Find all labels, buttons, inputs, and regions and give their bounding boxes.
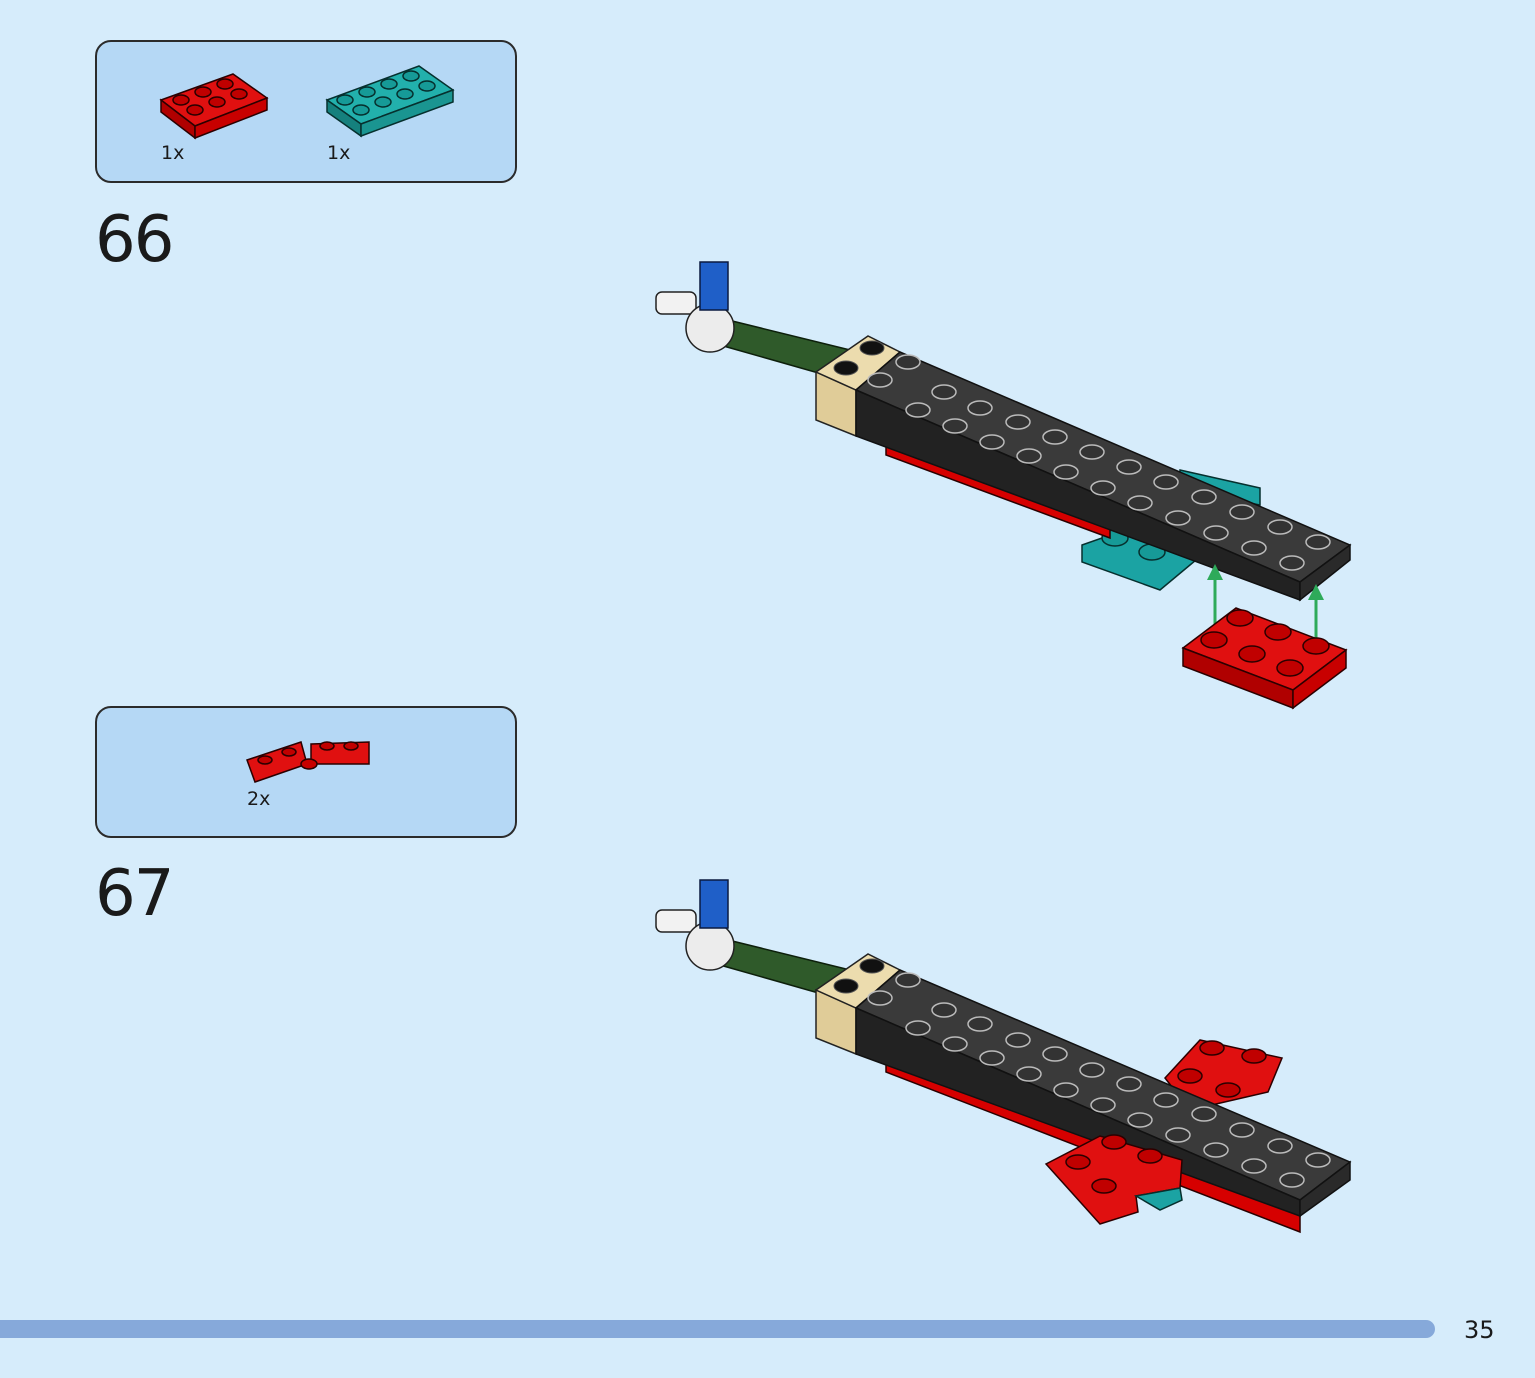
parts-callout-step-66: 1x 1x — [95, 40, 517, 183]
assembly-illustration-step-66 — [655, 261, 1352, 710]
parts-callout-step-67: 2x — [95, 706, 517, 838]
progress-bar — [0, 1320, 1435, 1338]
page-number: 35 — [1464, 1316, 1495, 1344]
red-plate-2x3-icon — [159, 73, 269, 140]
red-hinge-plate-icon — [246, 741, 370, 783]
part-quantity: 2x — [247, 788, 271, 810]
part-quantity: 1x — [327, 142, 351, 164]
step-number: 66 — [95, 203, 174, 277]
step-number: 67 — [95, 857, 174, 931]
teal-plate-2x4-icon — [325, 65, 455, 138]
part-quantity: 1x — [161, 142, 185, 164]
assembly-illustration-step-67 — [655, 879, 1352, 1234]
